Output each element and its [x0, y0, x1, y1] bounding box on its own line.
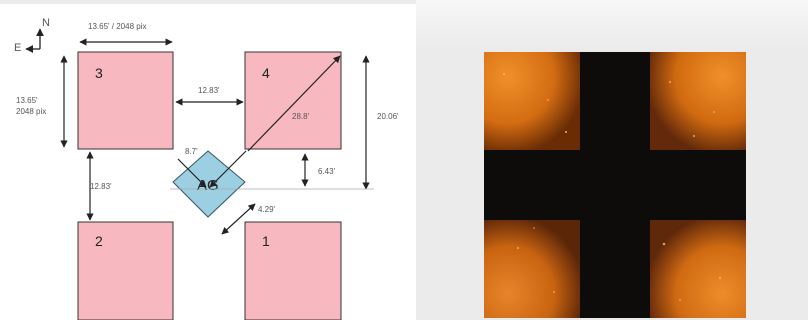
diagonal-label: 28.8'	[292, 112, 310, 121]
ag-to-4-arrow	[209, 150, 247, 188]
chip-4	[244, 51, 342, 150]
chip-3-label: 3	[95, 65, 103, 81]
chip-1-label: 1	[262, 233, 270, 249]
flat-field-quadrant-top-right	[650, 52, 746, 150]
compass: N E	[14, 17, 50, 54]
gap-3-4-label: 12.83'	[198, 86, 220, 95]
chip-2-label: 2	[95, 233, 103, 249]
chip-2	[77, 221, 174, 320]
flat-field-noise-specks	[503, 73, 721, 301]
ccd-layout-diagram: N E 3 4 2 1 AG 13.65' / 2048 pix 13.65' …	[0, 4, 416, 320]
flat-field-quadrant-bottom-left	[484, 220, 580, 318]
flat-field-quadrant-bottom-right	[650, 220, 746, 318]
ag-to-3-dimension	[177, 158, 207, 188]
gap-vertical-label: 12.83'	[90, 182, 112, 191]
ag-guider-chip	[172, 150, 246, 218]
ag-to-1-label: 4.29'	[258, 205, 276, 214]
left-height-label-1: 13.65'	[16, 96, 38, 105]
flat-field-canvas	[484, 52, 746, 318]
flat-field-quadrant-top-left	[484, 52, 580, 150]
compass-north-label: N	[42, 17, 50, 29]
blurred-background-band	[416, 0, 808, 48]
flat-field-image	[484, 52, 746, 318]
ag-to-1-dimension	[221, 203, 256, 235]
left-height-label-2: 2048 pix	[16, 107, 46, 116]
ag-to-4-gap-label: 6.43'	[318, 167, 336, 176]
diagram-canvas: N E 3 4 2 1 AG 13.65' / 2048 pix 13.65' …	[14, 17, 399, 320]
chip-1	[244, 221, 342, 320]
compass-east-label: E	[14, 42, 21, 54]
chip-3	[77, 51, 174, 150]
ag-to-3-label: 8.7'	[185, 147, 198, 156]
diagonal-dimension	[247, 55, 341, 152]
right-height-label: 20.06'	[377, 112, 399, 121]
ag-label: AG	[197, 177, 219, 194]
chip-4-label: 4	[262, 65, 270, 81]
top-width-label: 13.65' / 2048 pix	[88, 22, 146, 31]
